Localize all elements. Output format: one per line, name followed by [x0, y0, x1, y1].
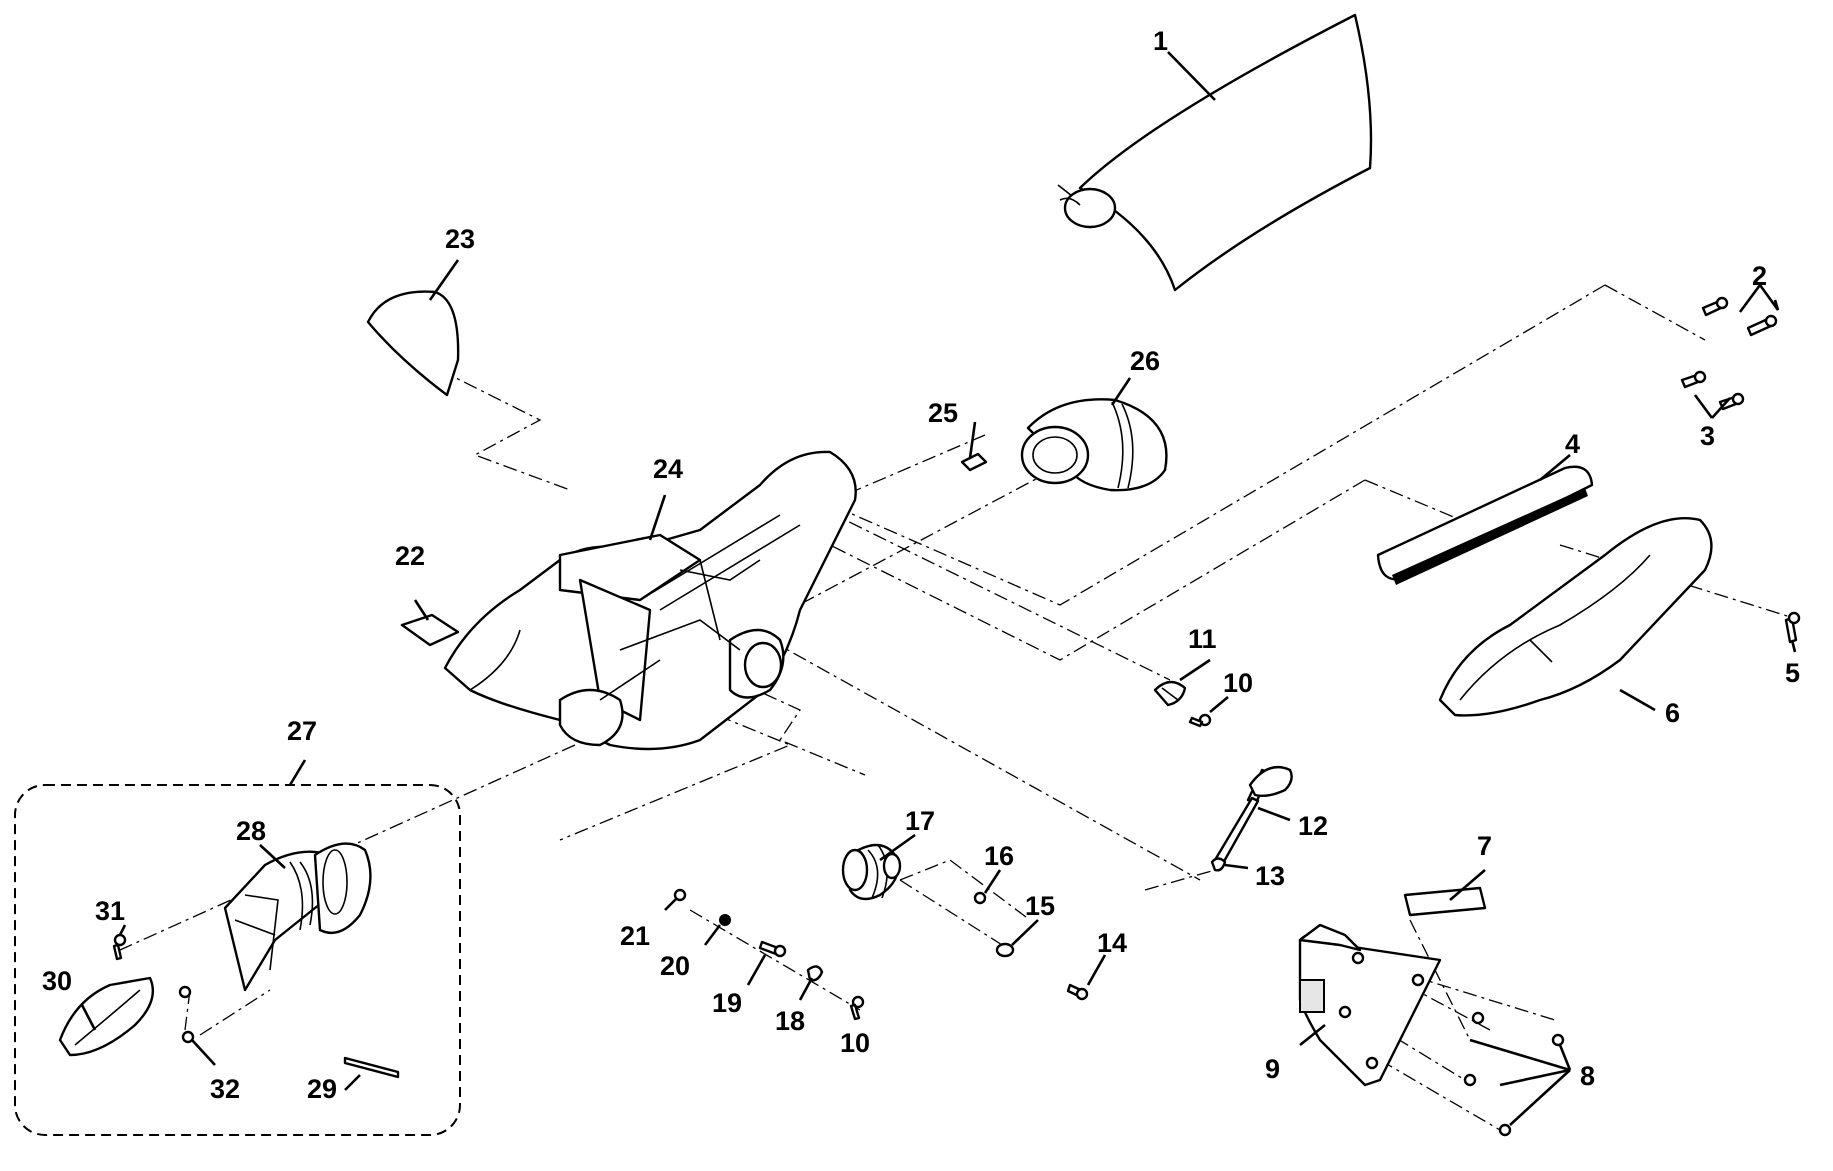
- callout-10a: 10: [1223, 668, 1253, 698]
- callout-6: 6: [1665, 698, 1680, 728]
- drive-roller: [841, 843, 902, 901]
- knob-11: [1153, 680, 1187, 707]
- callout-31: 31: [95, 896, 125, 926]
- label-22: [400, 613, 460, 647]
- nut-21: [673, 888, 687, 902]
- callout-26: 26: [1130, 346, 1160, 376]
- screws-8: [1463, 1011, 1565, 1137]
- callout-24: 24: [653, 454, 683, 484]
- callout-13: 13: [1255, 861, 1285, 891]
- screw-10a: [1188, 713, 1212, 728]
- callout-16: 16: [984, 841, 1014, 871]
- callout-11: 11: [1188, 624, 1217, 654]
- callout-4: 4: [1565, 429, 1580, 459]
- screw-16: [973, 891, 987, 905]
- main-housing: [443, 450, 857, 751]
- callout-15: 15: [1025, 891, 1055, 921]
- callout-22: 22: [395, 541, 425, 571]
- washer-15: [995, 942, 1015, 958]
- base-plate: [1298, 923, 1442, 1087]
- callout-30: 30: [42, 966, 72, 996]
- callout-20: 20: [660, 951, 690, 981]
- screw-14: [1066, 983, 1089, 1001]
- tension-knob-12: [1213, 765, 1293, 867]
- spring-13: [1210, 857, 1227, 872]
- screw-10b: [849, 995, 865, 1021]
- callout-5: 5: [1785, 658, 1800, 688]
- belt-cover: [1438, 516, 1713, 717]
- callout-10b: 10: [840, 1028, 870, 1058]
- callout-19: 19: [712, 988, 742, 1018]
- callout-29: 29: [307, 1074, 337, 1104]
- callout-32: 32: [210, 1074, 240, 1104]
- callout-27: 27: [287, 716, 317, 746]
- callout-21: 21: [620, 921, 650, 951]
- callout-2: 2: [1752, 261, 1767, 291]
- pin-19: [758, 940, 787, 958]
- callout-23: 23: [445, 224, 475, 254]
- screw-31: [112, 933, 127, 961]
- dust-bag: [1057, 13, 1373, 292]
- callout-12: 12: [1298, 811, 1328, 841]
- callout-7: 7: [1477, 831, 1492, 861]
- cover-plate: [366, 290, 460, 397]
- callout-18: 18: [775, 1006, 805, 1036]
- screws-2-3: [1680, 296, 1778, 411]
- callout-1: 1: [1153, 26, 1168, 56]
- callout-17: 17: [905, 806, 935, 836]
- callout-8: 8: [1580, 1061, 1595, 1091]
- callout-3: 3: [1700, 421, 1715, 451]
- small-clip: [960, 452, 988, 472]
- dust-port: [1020, 398, 1168, 492]
- callout-28: 28: [236, 816, 266, 846]
- callout-9: 9: [1265, 1054, 1280, 1084]
- nut-20: [719, 914, 731, 926]
- callout-25: 25: [928, 398, 958, 428]
- blower-housing-28: [223, 842, 372, 992]
- assembly-lines: [119, 284, 1801, 1131]
- callout-numbers: 1 2 3 4 5 6 7 8 9 10 10 11 12 13 14 15 1…: [42, 26, 1800, 1104]
- screw-5: [1784, 611, 1801, 644]
- callout-14: 14: [1097, 928, 1127, 958]
- nozzle-30: [58, 976, 155, 1057]
- dust-kit-group: [14, 784, 461, 1136]
- rod-29: [343, 1056, 400, 1079]
- sanding-belt: [1376, 465, 1594, 585]
- clip-18: [806, 965, 824, 982]
- screw-32: [178, 985, 195, 1044]
- leader-lines: [80, 51, 1797, 1126]
- label-7: [1403, 886, 1487, 917]
